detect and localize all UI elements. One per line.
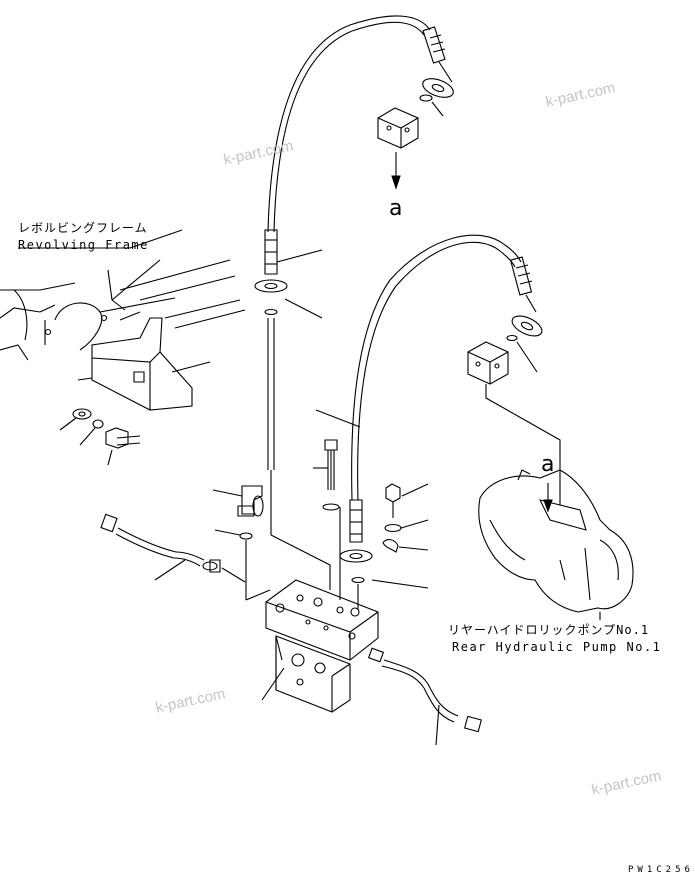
rear-hydraulic-pump — [479, 470, 633, 612]
left-pressure-sensor — [101, 514, 245, 582]
long-bolt — [313, 410, 360, 600]
right-bolt-set — [383, 484, 428, 552]
upper-hose — [268, 16, 452, 232]
upper-valve-block — [378, 108, 418, 188]
revolving-frame-label-en: Revolving Frame — [18, 238, 149, 252]
reference-a-top: a — [389, 196, 403, 221]
mounting-bracket — [78, 318, 210, 410]
rear-pump-label-en: Rear Hydraulic Pump No.1 — [452, 640, 662, 654]
revolving-frame — [0, 230, 245, 360]
drawing-code: PW1C256 — [628, 865, 694, 874]
pump-flange-fitting — [468, 312, 560, 505]
bracket-bolt-washer — [60, 409, 140, 465]
revolving-frame-label-jp: レボルビングフレーム — [18, 221, 148, 235]
reference-a-pump: a — [541, 452, 555, 477]
main-valve-block — [262, 580, 378, 712]
rear-pump-label-jp: リヤーハイドロリックポンプNo.1 — [448, 623, 650, 637]
lower-hose — [352, 235, 536, 500]
right-pressure-sensor — [369, 648, 482, 745]
upper-flange-fitting — [420, 75, 456, 116]
elbow-fitting — [213, 486, 270, 600]
middle-pipe-fitting — [340, 500, 428, 610]
upper-pipe-fitting — [255, 230, 330, 590]
